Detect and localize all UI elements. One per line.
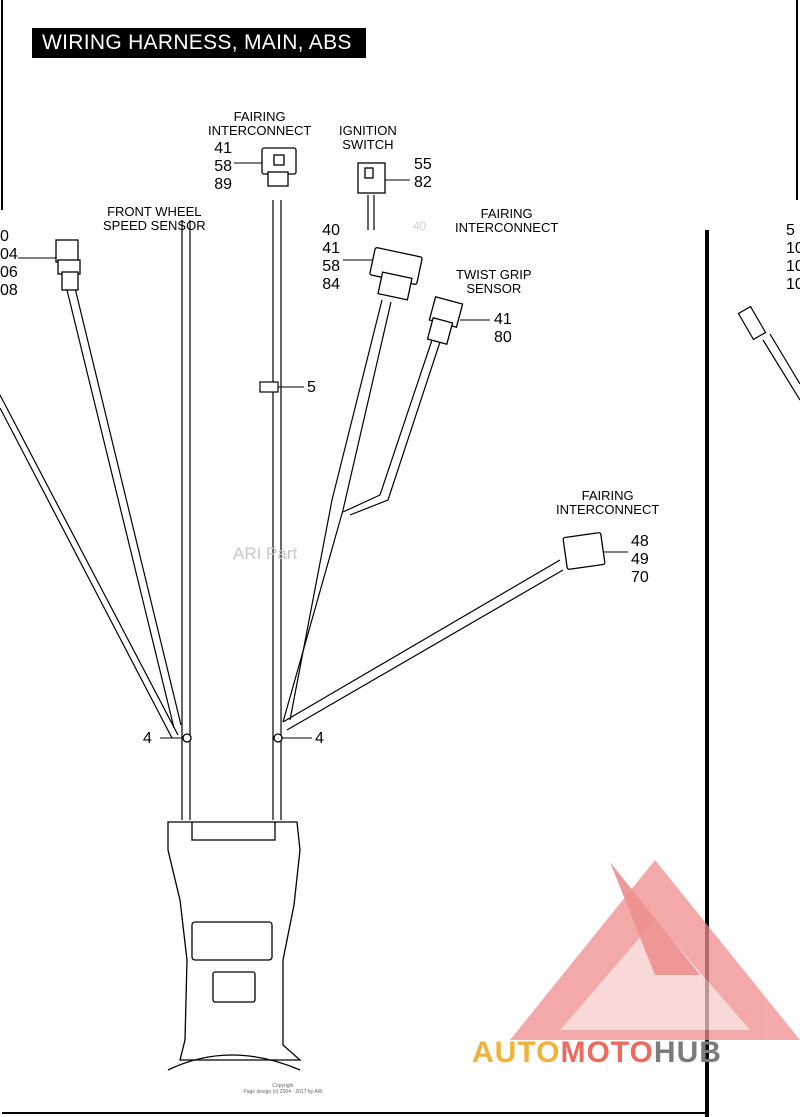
brand-wordmark: AUTOMOTOHUB bbox=[472, 1036, 722, 1070]
ref-fairing-mid-1: 40 bbox=[322, 222, 340, 239]
ref-right-edge-4: 10 bbox=[786, 276, 800, 293]
ref-left-edge-3: 06 bbox=[0, 264, 18, 281]
label-fairing-right-line1: FAIRING bbox=[581, 488, 634, 503]
ref-ignition-2: 82 bbox=[414, 174, 432, 191]
ref-left-edge-4: 08 bbox=[0, 282, 18, 299]
label-fairing-top-line2: INTERCONNECT bbox=[208, 123, 312, 138]
clip-5 bbox=[259, 381, 279, 393]
brand-logo bbox=[510, 860, 800, 1040]
label-fairing-right-line2: INTERCONNECT bbox=[556, 502, 660, 517]
leader-lines bbox=[18, 162, 628, 739]
label-fairing-top: FAIRING INTERCONNECT bbox=[208, 110, 311, 138]
ref-fairing-top-2: 58 bbox=[214, 158, 232, 175]
ref-fairing-right-3: 70 bbox=[631, 569, 649, 586]
label-ignition: IGNITION SWITCH bbox=[339, 124, 397, 152]
clip-right bbox=[273, 733, 283, 743]
connector-twist-grip bbox=[426, 295, 464, 346]
ref-fairing-mid-2: 41 bbox=[322, 240, 340, 257]
refs-twist-grip: 41 80 bbox=[494, 311, 512, 347]
brand-part1: AUTO bbox=[472, 1036, 561, 1069]
refs-fairing-mid: 40 41 58 84 bbox=[314, 222, 340, 294]
copyright-line2: Page design (c) 2004 - 2017 by ARI bbox=[243, 1089, 323, 1095]
label-fairing-mid-line2: INTERCONNECT bbox=[455, 220, 559, 235]
ref-clip-right: 4 bbox=[315, 730, 324, 747]
ref-right-edge-3: 10 bbox=[786, 258, 800, 275]
label-fairing-mid-line1: FAIRING bbox=[480, 206, 533, 221]
ref-right-edge-1: 5 bbox=[786, 222, 795, 239]
refs-left-edge: 0 04 06 08 bbox=[0, 228, 18, 300]
ref-twist-grip-1: 41 bbox=[494, 311, 512, 328]
connector-fairing-mid bbox=[369, 247, 423, 301]
refs-fairing-top: 41 58 89 bbox=[208, 140, 232, 194]
ref-clip-left: 4 bbox=[143, 730, 152, 747]
brand-part2: MOTO bbox=[560, 1036, 654, 1069]
connector-fairing-right bbox=[562, 532, 606, 570]
ref-clip: 5 bbox=[307, 379, 316, 396]
label-twist-grip-line1: TWIST GRIP bbox=[456, 267, 532, 282]
connector-front-wheel bbox=[55, 239, 81, 291]
ref-right-edge-2: 10 bbox=[786, 240, 800, 257]
label-front-wheel-line2: SPEED SENSOR bbox=[103, 218, 206, 233]
connector-right-edge bbox=[737, 305, 767, 341]
refs-fairing-right: 48 49 70 bbox=[631, 533, 649, 587]
ref-ignition-1: 55 bbox=[414, 156, 432, 173]
harness-body bbox=[167, 821, 302, 1071]
clip-left bbox=[182, 733, 192, 743]
ref-fairing-mid-3: 58 bbox=[322, 258, 340, 275]
ref-twist-grip-2: 80 bbox=[494, 329, 512, 346]
ref-left-edge-1: 0 bbox=[0, 228, 9, 245]
ref-fairing-mid-4: 84 bbox=[322, 276, 340, 293]
watermark-text: ARI Part bbox=[233, 544, 298, 563]
copyright-line1: Copyright bbox=[272, 1083, 294, 1089]
label-fairing-right: FAIRING INTERCONNECT bbox=[556, 489, 659, 517]
ref-left-edge-2: 04 bbox=[0, 246, 18, 263]
label-front-wheel: FRONT WHEEL SPEED SENSOR bbox=[103, 205, 206, 233]
label-ignition-line1: IGNITION bbox=[339, 123, 397, 138]
ref-fairing-top-3: 89 bbox=[214, 176, 232, 193]
label-fairing-top-line1: FAIRING bbox=[233, 109, 286, 124]
ref-fairing-right-1: 48 bbox=[631, 533, 649, 550]
label-twist-grip-line2: SENSOR bbox=[466, 281, 522, 296]
connector-fairing-top bbox=[261, 147, 297, 187]
connector-ignition bbox=[357, 162, 386, 194]
label-ignition-line2: SWITCH bbox=[342, 137, 394, 152]
refs-ignition: 55 82 bbox=[414, 156, 432, 192]
refs-right-edge: 5 10 10 10 bbox=[786, 222, 800, 294]
copyright: Copyright Page design (c) 2004 - 2017 by… bbox=[228, 1083, 338, 1095]
wire-bundle bbox=[0, 195, 800, 820]
ref-fairing-mid-ghost: 40 bbox=[413, 219, 427, 233]
brand-part3: HUB bbox=[653, 1036, 722, 1069]
page-title: WIRING HARNESS, MAIN, ABS bbox=[32, 28, 366, 58]
label-twist-grip: TWIST GRIP SENSOR bbox=[456, 268, 532, 296]
ref-fairing-top-1: 41 bbox=[214, 140, 232, 157]
label-fairing-mid: FAIRING INTERCONNECT bbox=[455, 207, 558, 235]
ref-fairing-right-2: 49 bbox=[631, 551, 649, 568]
label-front-wheel-line1: FRONT WHEEL bbox=[107, 204, 202, 219]
